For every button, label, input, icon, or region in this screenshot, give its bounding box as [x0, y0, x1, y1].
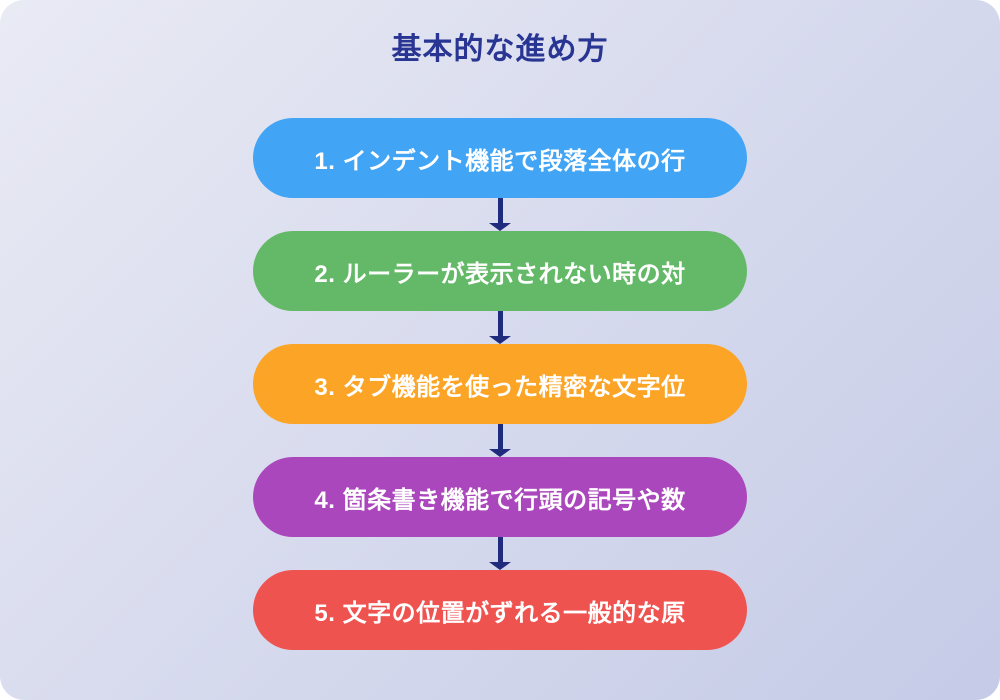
arrow-stem — [497, 198, 503, 223]
arrow-stem — [497, 537, 503, 562]
arrow-head — [489, 562, 511, 570]
flow-step-4: 4. 箇条書き機能で行頭の記号や数 — [253, 457, 747, 537]
arrow-down-icon — [489, 537, 511, 570]
arrow-down-icon — [489, 424, 511, 457]
arrow-stem — [497, 311, 503, 336]
flow-step-2: 2. ルーラーが表示されない時の対 — [253, 231, 747, 311]
arrow-head — [489, 336, 511, 344]
flow-step-1: 1. インデント機能で段落全体の行 — [253, 118, 747, 198]
arrow-down-icon — [489, 198, 511, 231]
flow-step-3: 3. タブ機能を使った精密な文字位 — [253, 344, 747, 424]
page-title: 基本的な進め方 — [391, 33, 609, 66]
arrow-head — [489, 449, 511, 457]
arrow-down-icon — [489, 311, 511, 344]
flow-step-5: 5. 文字の位置がずれる一般的な原 — [253, 570, 747, 650]
arrow-stem — [497, 424, 503, 449]
arrow-head — [489, 223, 511, 231]
flowchart: 1. インデント機能で段落全体の行 2. ルーラーが表示されない時の対 3. タ… — [0, 118, 1000, 650]
